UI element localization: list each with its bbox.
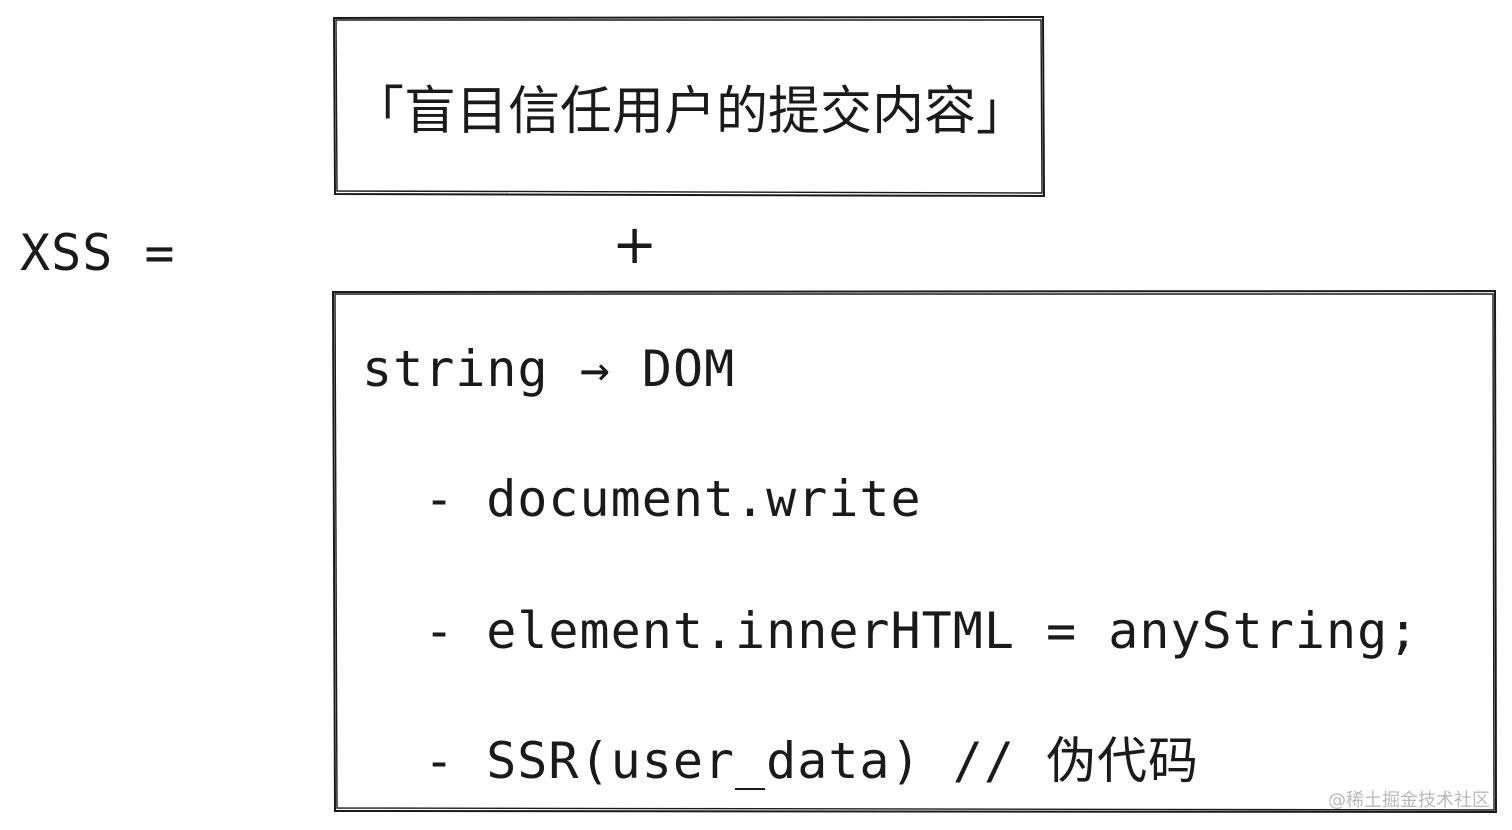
plus-operator: + xyxy=(612,213,658,276)
formula-lhs: XSS = xyxy=(20,224,176,282)
top-box-text: 「盲目信任用户的提交内容」 xyxy=(352,82,1029,142)
watermark: @稀土掘金技术社区 xyxy=(1328,790,1490,811)
code-line-document-write: - document.write xyxy=(424,470,922,528)
code-line-string-to-dom: string → DOM xyxy=(362,340,736,398)
code-line-ssr: - SSR(user_data) // 伪代码 xyxy=(424,732,1200,790)
code-line-inner-html: - element.innerHTML = anyString; xyxy=(424,602,1420,660)
